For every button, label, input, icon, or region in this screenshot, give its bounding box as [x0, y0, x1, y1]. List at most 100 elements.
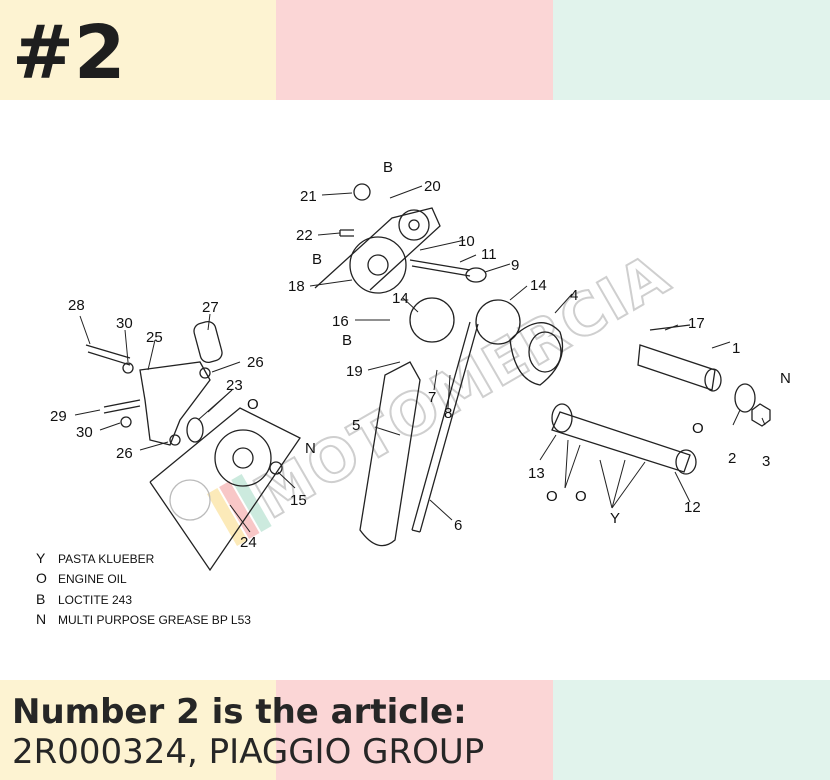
- bottom-band-yellow: [0, 680, 276, 780]
- gear-23: [186, 417, 204, 443]
- legend-key-n: N: [36, 611, 46, 627]
- bottom-color-band: [0, 680, 830, 780]
- gear-group-box: [314, 207, 441, 291]
- callout-5: 5: [352, 417, 360, 434]
- callout-20: 20: [424, 178, 441, 195]
- bearing-2: [734, 383, 756, 413]
- mark-y: Y: [610, 510, 620, 527]
- callout-7: 7: [428, 389, 436, 406]
- callout-30-bottom: 30: [76, 424, 93, 441]
- item-number-badge: #2: [12, 10, 126, 96]
- shaft-10: [409, 259, 471, 277]
- mark-n-right: N: [780, 370, 791, 387]
- mark-o-bottom-2: O: [575, 488, 587, 505]
- callout-28: 28: [68, 297, 85, 314]
- watermark-logo: [207, 474, 272, 546]
- gear-24: [214, 429, 272, 487]
- callout-9: 9: [511, 257, 519, 274]
- bush-26-top: [199, 367, 211, 379]
- mark-n-left: N: [305, 440, 316, 457]
- callout-10: 10: [458, 233, 475, 250]
- camshaft-1: [637, 344, 716, 391]
- top-band-mint: [553, 0, 830, 100]
- camshaft-12: [551, 411, 691, 473]
- callout-13: 13: [528, 465, 545, 482]
- callout-4: 4: [570, 287, 578, 304]
- bush-11: [465, 267, 487, 283]
- mark-o-bottom: O: [546, 488, 558, 505]
- legend-key-b: B: [36, 591, 45, 607]
- callout-2: 2: [728, 450, 736, 467]
- legend-key-y: Y: [36, 550, 46, 566]
- caption-article: 2R000324, PIAGGIO GROUP: [12, 732, 485, 772]
- callout-12: 12: [684, 499, 701, 516]
- pin-17: [649, 324, 691, 331]
- legend-text-b: LOCTITE 243: [58, 593, 132, 607]
- top-band-yellow: [0, 0, 276, 100]
- callout-24: 24: [240, 534, 257, 551]
- washer-30-bottom: [120, 416, 132, 428]
- callout-1: 1: [732, 340, 740, 357]
- callout-29: 29: [50, 408, 67, 425]
- mark-o-right: O: [692, 420, 704, 437]
- legend-text-o: ENGINE OIL: [58, 572, 127, 586]
- legend: Y PASTA KLUEBER O ENGINE OIL B LOCTITE 2…: [36, 550, 251, 627]
- sprocket-14-left: [409, 297, 455, 343]
- callout-14-right: 14: [530, 277, 547, 294]
- callout-8: 8: [444, 405, 452, 422]
- leader-lines: [74, 185, 766, 533]
- callout-3: 3: [762, 453, 770, 470]
- nut-3: [751, 403, 771, 427]
- bottom-band-mint: [553, 680, 830, 780]
- callout-21: 21: [300, 188, 317, 205]
- watermark: MOTOMERCIA: [242, 239, 682, 533]
- callout-6: 6: [454, 517, 462, 534]
- washer-21: [353, 183, 371, 201]
- gear-20: [398, 209, 430, 241]
- timing-chain-6: [411, 321, 479, 533]
- pin-27: [193, 320, 223, 364]
- callout-17: 17: [688, 315, 705, 332]
- callout-18: 18: [288, 278, 305, 295]
- bolt-28: [85, 344, 131, 366]
- callout-23: 23: [226, 377, 243, 394]
- exploded-parts-diagram: MOTOMERCIA: [36, 159, 791, 627]
- material-marks: B B B N N O O O O Y: [247, 159, 791, 527]
- legend-key-o: O: [36, 570, 47, 586]
- bottom-band-pink: [276, 680, 553, 780]
- sprocket-14-right: [475, 299, 521, 345]
- chain-guide-5: [359, 361, 421, 547]
- washer-15: [269, 461, 283, 475]
- washer-30-top: [122, 362, 134, 374]
- mark-b-low: B: [342, 332, 352, 349]
- callout-14-left: 14: [392, 290, 409, 307]
- timing-gear-18: [349, 236, 407, 294]
- callout-19: 19: [346, 363, 363, 380]
- mark-b-mid: B: [312, 251, 322, 268]
- callout-labels: 1 2 3 4 5 6 7 8 9 10 11 12 13 14 14 15 1…: [50, 178, 770, 551]
- legend-text-y: PASTA KLUEBER: [58, 552, 155, 566]
- mark-b-top: B: [383, 159, 393, 176]
- mark-o-left: O: [247, 396, 259, 413]
- caption-title: Number 2 is the article:: [12, 692, 467, 732]
- callout-27: 27: [202, 299, 219, 316]
- watermark-text: MOTOMERCIA: [243, 240, 681, 532]
- callout-26-bottom: 26: [116, 445, 133, 462]
- callout-16: 16: [332, 313, 349, 330]
- callout-15: 15: [290, 492, 307, 509]
- gear-assembly-box: [149, 407, 301, 572]
- callout-25: 25: [146, 329, 163, 346]
- bolt-22: [339, 229, 354, 237]
- bush-26-bottom: [169, 434, 181, 446]
- bolt-29: [103, 399, 141, 414]
- bracket-25: [139, 361, 211, 446]
- top-color-band: [0, 0, 830, 100]
- callout-26-top: 26: [247, 354, 264, 371]
- callout-11: 11: [481, 246, 497, 263]
- part-drawings: [85, 183, 771, 572]
- legend-text-n: MULTI PURPOSE GREASE BP L53: [58, 613, 251, 627]
- bearing-13: [551, 403, 573, 433]
- top-band-pink: [276, 0, 553, 100]
- callout-30-top: 30: [116, 315, 133, 332]
- callout-22: 22: [296, 227, 313, 244]
